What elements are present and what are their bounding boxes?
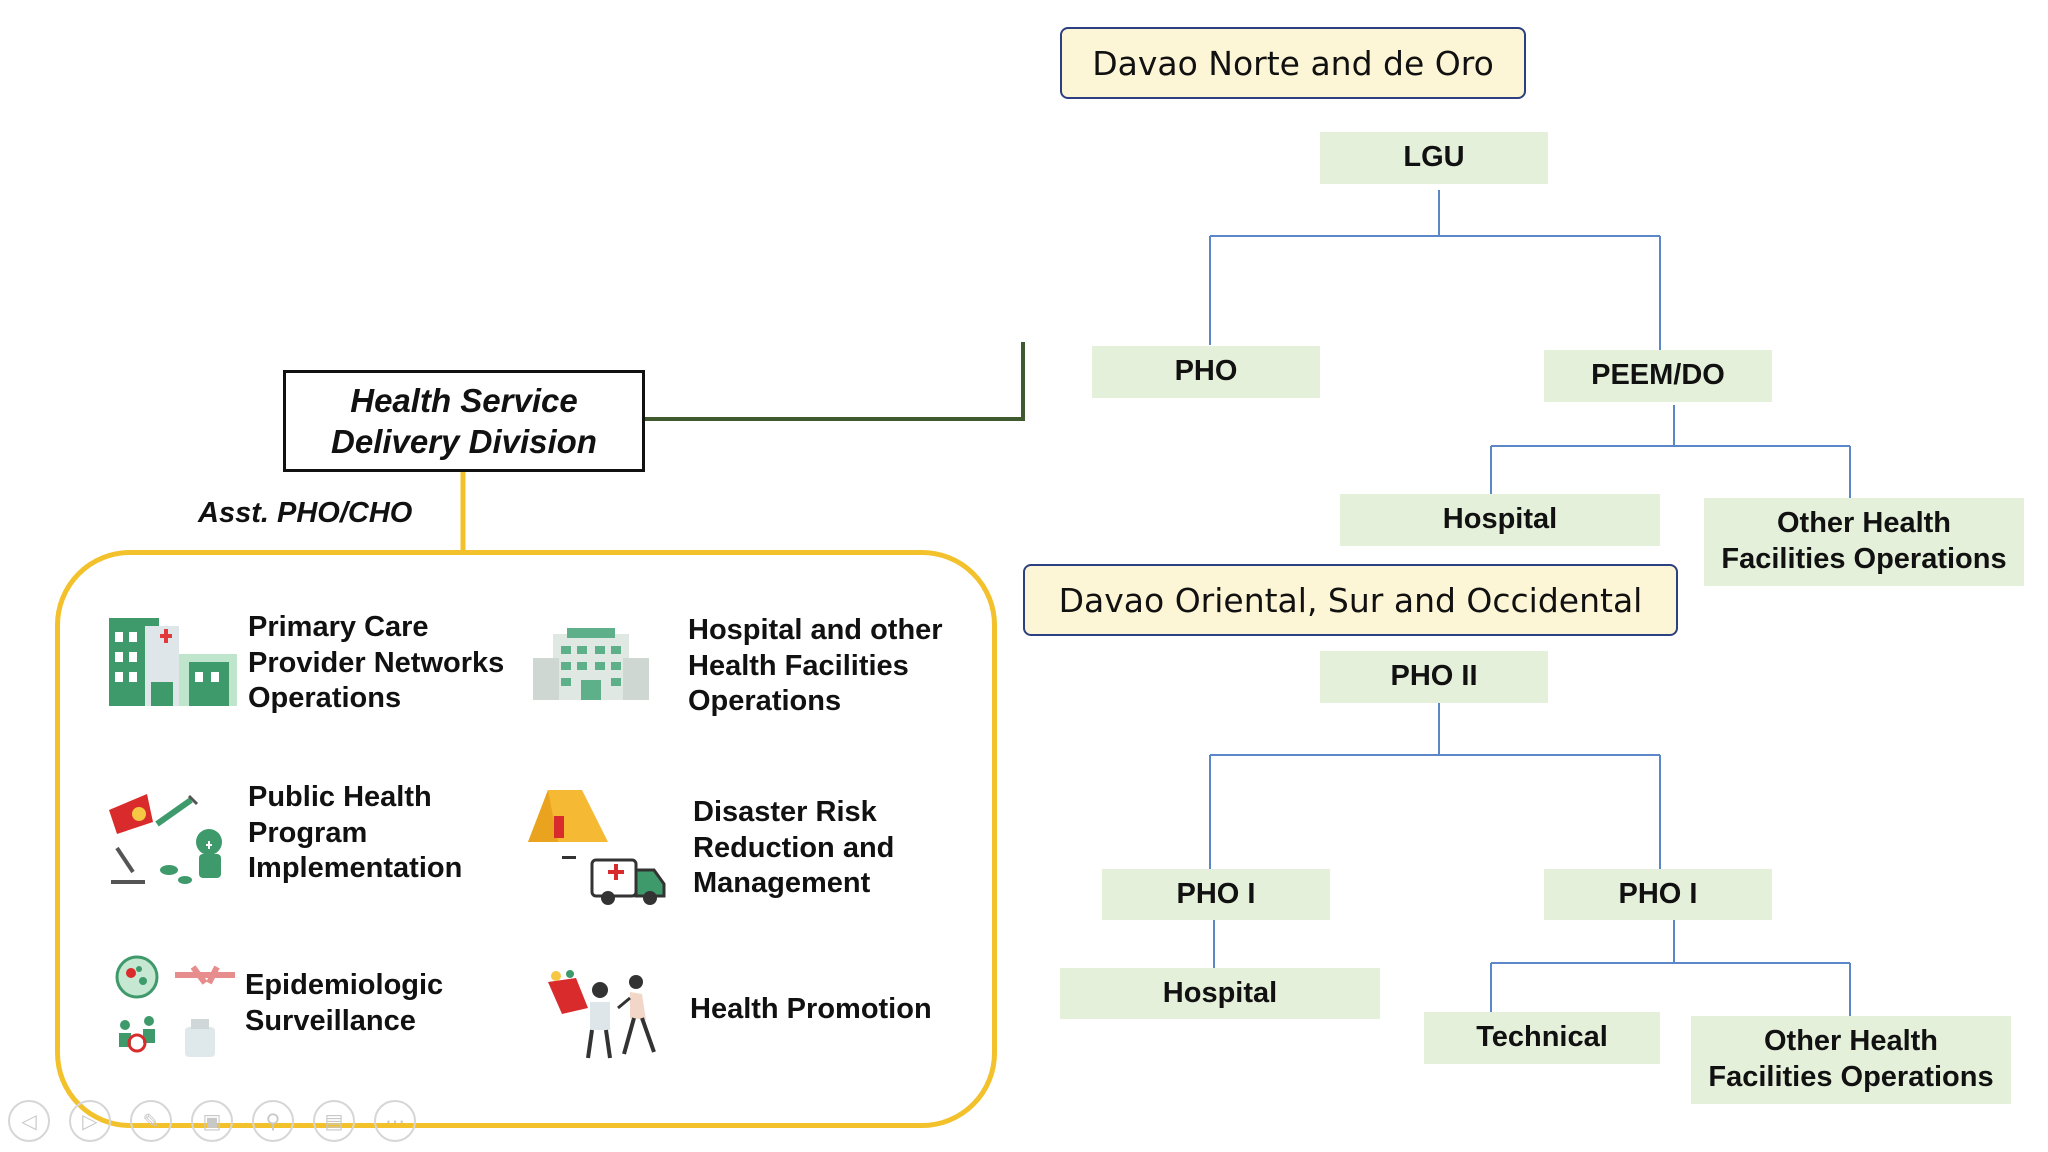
hospital-buildings-icon xyxy=(109,618,237,706)
hospital-node-south: Hospital xyxy=(1060,968,1380,1019)
other-facilities-node-north: Other Health Facilities Operations xyxy=(1704,498,2024,586)
disaster-ambulance-icon xyxy=(528,790,666,905)
peem-do-node: PEEM/DO xyxy=(1544,350,1772,402)
other-facilities-line2: Facilities Operations xyxy=(1721,543,2007,575)
hospital-building-icon xyxy=(533,628,649,700)
hospital-node-north: Hospital xyxy=(1340,494,1660,546)
slides-icon[interactable]: ▣ xyxy=(191,1100,233,1142)
pho-ii-node: PHO II xyxy=(1320,651,1548,703)
pho-i-node-left: PHO I xyxy=(1102,869,1330,920)
pho-i-node-right: PHO I xyxy=(1544,869,1772,920)
next-icon[interactable]: ▷ xyxy=(69,1100,111,1142)
more-icon[interactable]: ⋯ xyxy=(374,1100,416,1142)
region-north-title: Davao Norte and de Oro xyxy=(1060,27,1526,99)
other-facilities-line2: Facilities Operations xyxy=(1708,1061,1994,1093)
pho-node: PHO xyxy=(1092,346,1320,398)
region-south-title: Davao Oriental, Sur and Occidental xyxy=(1023,564,1678,636)
other-facilities-line1: Other Health xyxy=(1763,1025,1939,1058)
technical-node: Technical xyxy=(1424,1012,1660,1064)
previous-icon[interactable]: ◁ xyxy=(8,1100,50,1142)
zoom-icon[interactable]: ⚲ xyxy=(252,1100,294,1142)
division-head-label: Asst. PHO/CHO xyxy=(198,497,413,529)
other-facilities-node-south: Other Health Facilities Operations xyxy=(1691,1016,2011,1104)
service-label-health-promotion: Health Promotion xyxy=(690,993,932,1025)
pen-icon[interactable]: ✎ xyxy=(130,1100,172,1142)
public-health-tools-icon xyxy=(109,794,222,884)
lgu-node: LGU xyxy=(1320,132,1548,184)
subtitles-icon[interactable]: ▤ xyxy=(313,1100,355,1142)
division-title-line1: Health Service xyxy=(350,381,578,419)
health-promotion-icon xyxy=(548,970,656,1059)
health-service-delivery-division-box: Health Service Delivery Division xyxy=(283,370,645,472)
division-title-line2: Delivery Division xyxy=(331,423,597,460)
surveillance-icon xyxy=(115,955,235,1057)
other-facilities-line1: Other Health xyxy=(1776,507,1952,540)
